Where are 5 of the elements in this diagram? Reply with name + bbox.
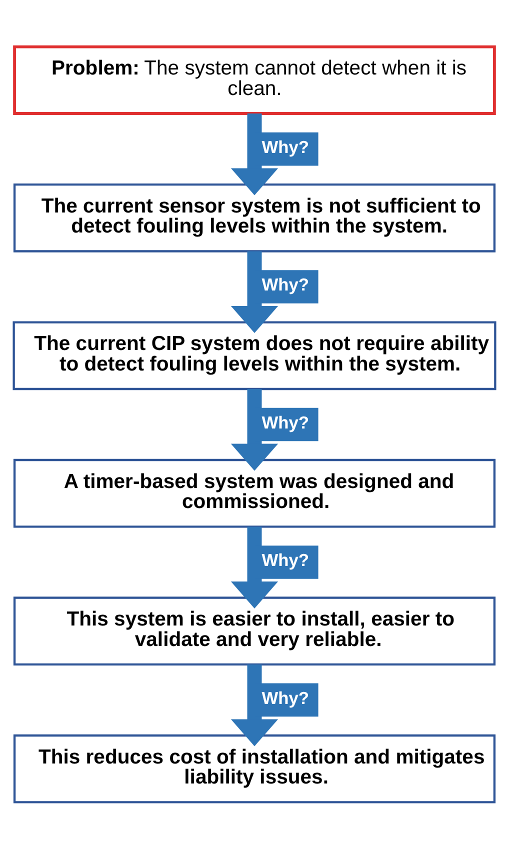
edge-label: Why? [262,688,310,708]
edge-label: Why? [262,412,310,432]
edge-label: Why? [262,136,310,157]
edge-label: Why? [262,550,310,570]
edge-label: Why? [262,274,310,295]
